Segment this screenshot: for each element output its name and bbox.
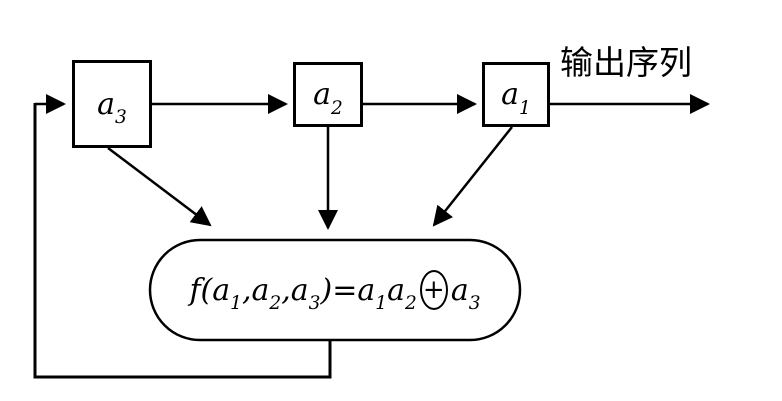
arrow-tap-a3-to-function <box>107 147 212 227</box>
feedback-function-shape <box>148 238 522 342</box>
register-label-a2: a2 <box>313 77 343 119</box>
register-label-a1: a1 <box>501 77 531 119</box>
output-sequence-label: 输出序列 <box>560 44 692 81</box>
register-box-a3: a3 <box>72 60 152 148</box>
formula-tail: a3 <box>450 272 481 315</box>
register-box-a2: a2 <box>293 62 363 127</box>
xor-icon: + <box>419 270 448 310</box>
formula-text: f(a1,a2,a3)=a1a2 <box>189 272 417 315</box>
register-box-a1: a1 <box>482 62 550 127</box>
feedback-loop-wire <box>33 103 332 379</box>
feedback-function-formula: f(a1,a2,a3)=a1a2+a3 <box>150 240 520 340</box>
register-label-a3: a3 <box>97 86 127 129</box>
arrow-tap-a1-to-function <box>432 126 513 227</box>
